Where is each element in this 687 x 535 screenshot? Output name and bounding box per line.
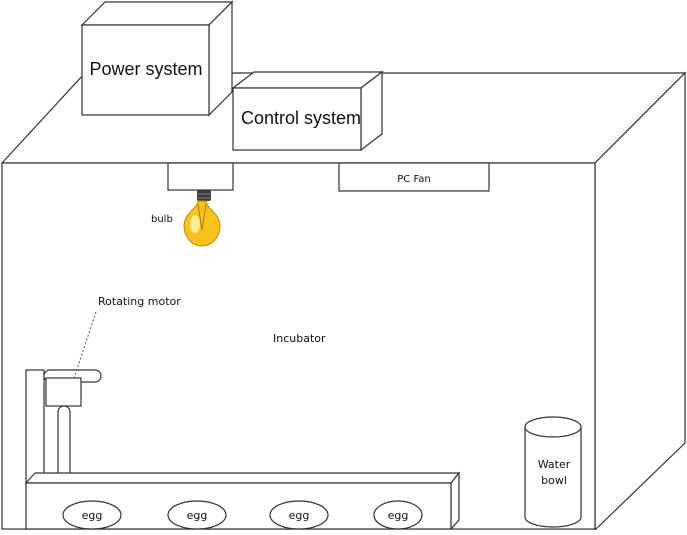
- control-system-top: [231, 71, 384, 89]
- incubator-label: Incubator: [273, 332, 326, 345]
- lightbulb-icon: [183, 190, 221, 247]
- motor-leader-line: [73, 311, 97, 379]
- tray-side: [450, 471, 460, 531]
- bulb-label: bulb: [151, 214, 173, 225]
- water-bowl-body: [524, 427, 582, 528]
- egg-2: [167, 500, 227, 530]
- egg-label: egg: [289, 509, 310, 522]
- motor-post: [25, 369, 45, 484]
- water-bowl-label-line2: bowl: [541, 474, 567, 487]
- egg-1: [62, 500, 122, 530]
- water-bowl-label-line1: Water: [538, 458, 571, 471]
- egg-label: egg: [187, 509, 208, 522]
- pc-fan-label: PC Fan: [397, 174, 431, 185]
- egg-4: [373, 500, 423, 530]
- incubator-front-face: [1, 162, 596, 530]
- bulb-holder: [167, 162, 234, 191]
- egg-3: [269, 500, 329, 530]
- water-bowl-rim: [524, 416, 582, 438]
- rotating-motor-box: [45, 377, 82, 407]
- pc-fan-box: [338, 162, 490, 192]
- power-system-label: Power system: [89, 59, 202, 79]
- power-system-top: [80, 1, 234, 26]
- rotating-motor-label: Rotating motor: [98, 295, 181, 308]
- power-system-front: [81, 24, 210, 116]
- motor-rod: [57, 405, 71, 482]
- egg-label: egg: [388, 509, 409, 522]
- tray-top: [24, 472, 461, 484]
- control-system-label: Control system: [241, 108, 361, 128]
- control-system-front: [232, 87, 362, 151]
- egg-label: egg: [82, 509, 103, 522]
